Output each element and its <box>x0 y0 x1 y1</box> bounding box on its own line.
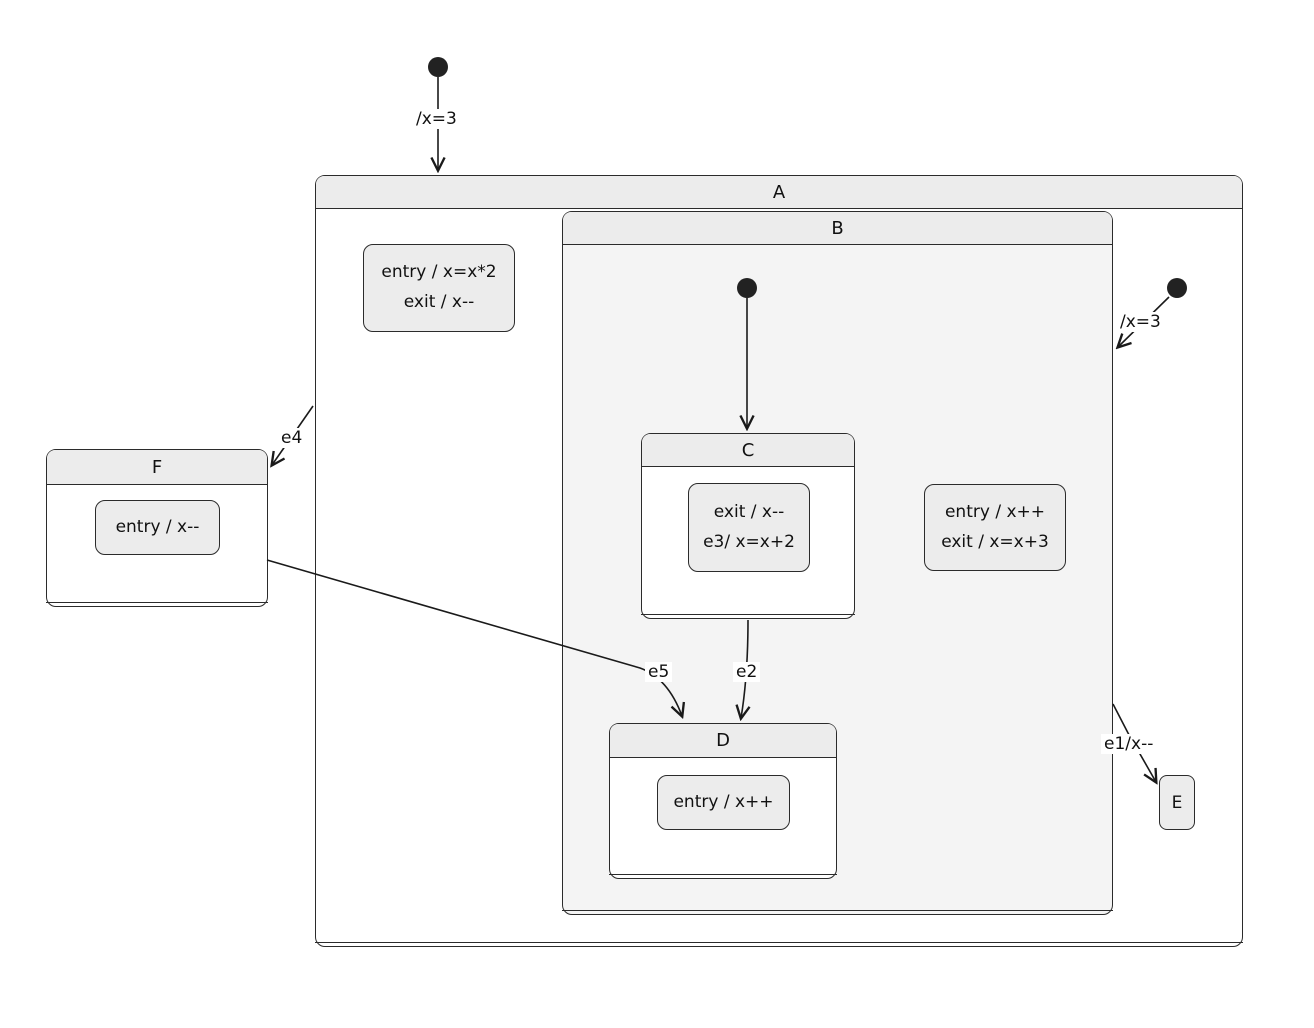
action-line: entry / x++ <box>673 791 774 812</box>
state-f-header: F <box>47 450 267 485</box>
state-f-actions: entry / x-- <box>95 500 220 555</box>
state-e: E <box>1159 775 1195 830</box>
state-d-header: D <box>610 724 836 758</box>
action-line: exit / x-- <box>403 292 475 312</box>
state-a-header: A <box>316 176 1242 209</box>
state-d-actions: entry / x++ <box>657 775 790 830</box>
action-line: e3/ x=x+2 <box>703 531 795 552</box>
state-b-actions: entry / x++ exit / x=x+3 <box>924 484 1066 571</box>
action-line: exit / x=x+3 <box>941 531 1049 552</box>
state-d-title: D <box>716 730 730 751</box>
state-a-title: A <box>772 181 786 203</box>
state-b-title: B <box>831 217 844 239</box>
state-c-actions: exit / x-- e3/ x=x+2 <box>688 483 810 572</box>
transition-label-init-right: /x=3 <box>1117 312 1164 332</box>
action-line: exit / x-- <box>713 501 785 522</box>
action-line: entry / x=x*2 <box>381 262 497 283</box>
state-c-title: C <box>741 439 755 461</box>
transition-label-e4: e4 <box>278 428 306 448</box>
transition-label-init-top: /x=3 <box>413 109 460 129</box>
state-f-title: F <box>151 456 163 478</box>
action-line: entry / x++ <box>944 501 1046 522</box>
action-line: entry / x-- <box>115 516 200 537</box>
state-a-actions: entry / x=x*2 exit / x-- <box>363 244 515 332</box>
transition-label-e5: e5 <box>645 662 673 682</box>
state-b-header: B <box>563 212 1112 245</box>
initial-dot-top <box>428 57 448 77</box>
transition-label-e2: e2 <box>733 662 761 682</box>
transition-label-e1: e1/x-- <box>1101 734 1157 754</box>
state-c-header: C <box>642 434 854 467</box>
state-e-title: E <box>1171 792 1183 813</box>
